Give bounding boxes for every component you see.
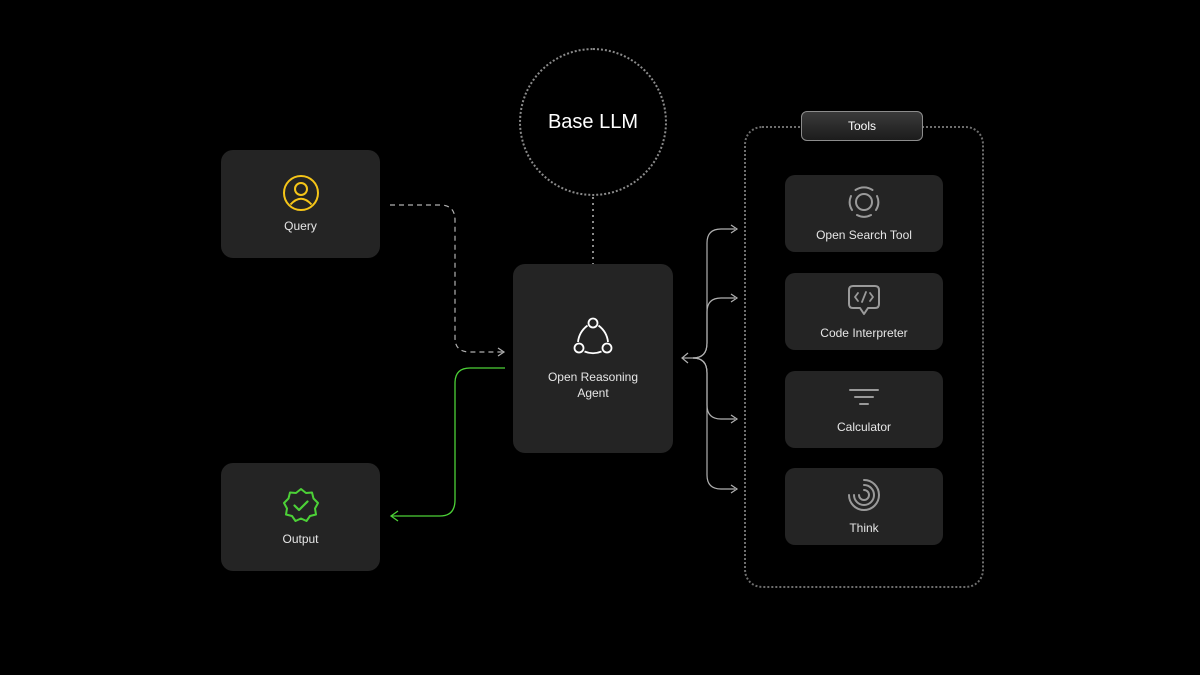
query-to-agent-connector bbox=[390, 204, 503, 353]
open-reasoning-agent-label: Open Reasoning Agent bbox=[547, 369, 639, 400]
agent-arrowhead-from-tools bbox=[681, 352, 689, 364]
output-node: Output bbox=[221, 463, 380, 571]
base-llm-label: Base LLM bbox=[547, 110, 639, 133]
tool-calculator: Calculator bbox=[785, 371, 943, 448]
code-bubble-icon bbox=[847, 283, 881, 317]
filter-lines-icon bbox=[847, 385, 881, 411]
tools-header-label: Tools bbox=[847, 119, 876, 133]
branch-to-calculator bbox=[692, 357, 735, 420]
arrowhead-code-interpreter bbox=[730, 293, 739, 303]
tools-header: Tools bbox=[801, 111, 923, 141]
agent-to-output-arrowhead bbox=[389, 510, 399, 522]
branch-to-open-search-tool bbox=[692, 228, 735, 359]
code-interpreter-label: Code Interpreter bbox=[820, 325, 908, 340]
calculator-label: Calculator bbox=[836, 419, 892, 434]
base-llm-node: Base LLM bbox=[519, 48, 667, 196]
arrowhead-open-search-tool bbox=[730, 224, 739, 234]
arrowhead-calculator bbox=[730, 414, 739, 424]
think-label: Think bbox=[849, 520, 879, 535]
tool-code-interpreter: Code Interpreter bbox=[785, 273, 943, 350]
agent-to-output-connector bbox=[392, 367, 505, 517]
query-to-agent-arrowhead bbox=[497, 347, 506, 357]
query-label: Query bbox=[284, 219, 317, 233]
search-ring-icon bbox=[847, 185, 881, 219]
verified-badge-icon bbox=[282, 487, 320, 525]
branch-to-think bbox=[692, 357, 735, 490]
output-label: Output bbox=[282, 532, 319, 546]
branch-to-code-interpreter bbox=[692, 297, 735, 359]
spiral-arcs-icon bbox=[847, 478, 881, 512]
query-node: Query bbox=[221, 150, 380, 258]
tool-open-search: Open Search Tool bbox=[785, 175, 943, 252]
arrowhead-think bbox=[730, 484, 739, 494]
open-reasoning-agent-node: Open Reasoning Agent bbox=[513, 264, 673, 453]
tool-think: Think bbox=[785, 468, 943, 545]
three-nodes-cycle-icon bbox=[572, 317, 614, 357]
user-circle-icon bbox=[282, 174, 320, 212]
open-search-tool-label: Open Search Tool bbox=[816, 227, 912, 242]
